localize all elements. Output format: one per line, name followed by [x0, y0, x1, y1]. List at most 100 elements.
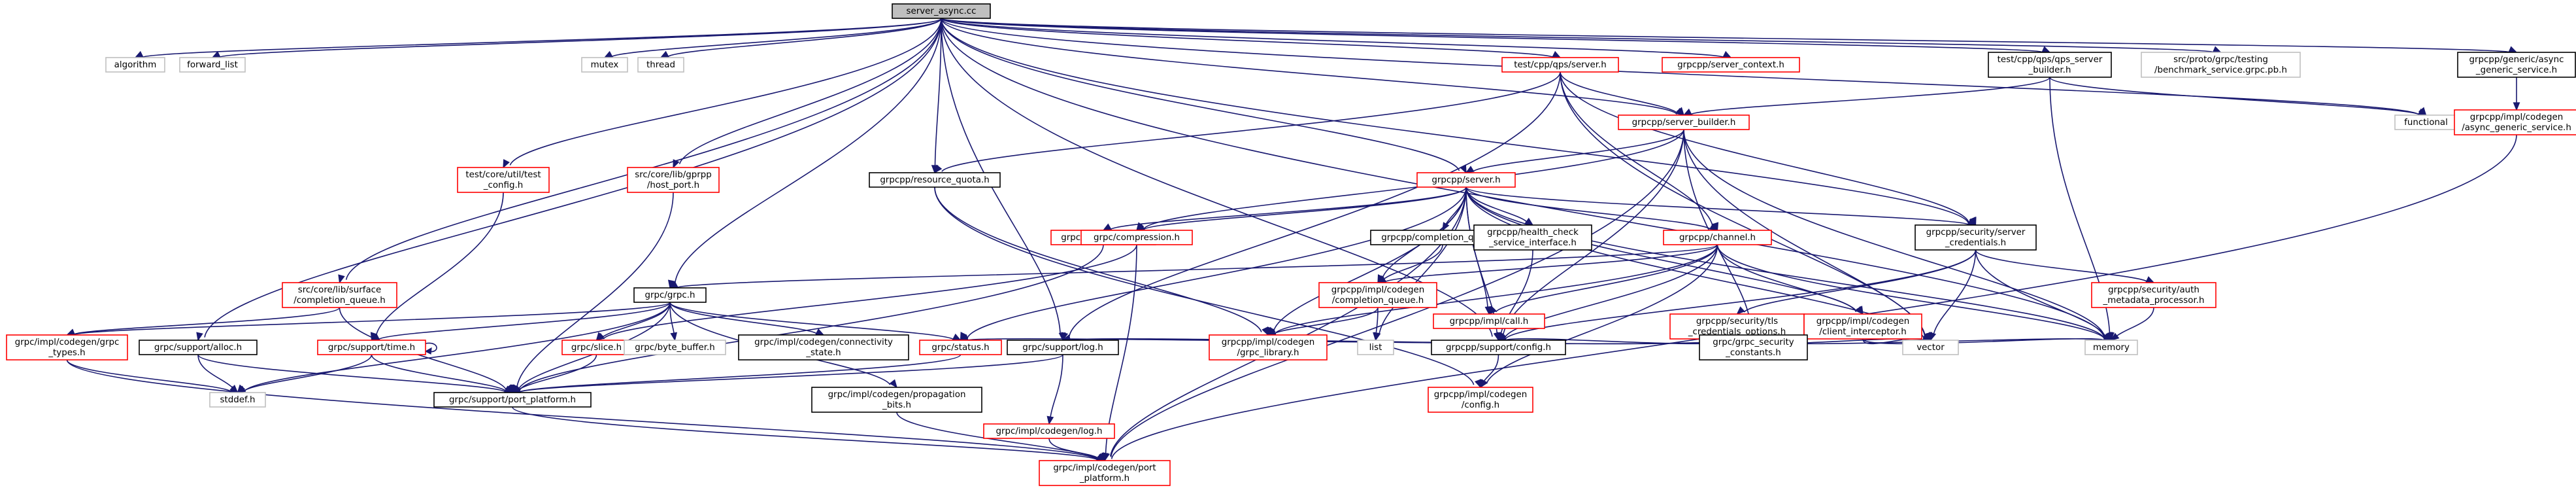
edge-server_h-to-channel [1465, 186, 1718, 231]
node-label-root: server_async.cc [906, 7, 976, 16]
node-label-codegen_config-line2: /config.h [1462, 400, 1499, 410]
node-label-list: list [1369, 343, 1382, 353]
node-port_platform[interactable]: grpc/support/port_platform.h [433, 392, 592, 408]
edge-codegen_cq-to-list [1373, 307, 1380, 342]
node-surface_cq[interactable]: src/core/lib/surface/completion_queue.h [282, 282, 397, 308]
node-vector: vector [1902, 340, 1959, 355]
node-box-impl_call [1433, 313, 1545, 329]
node-qps_server[interactable]: test/cpp/qps/server.h [1501, 57, 1619, 73]
node-box-thread [637, 57, 684, 73]
node-box-generic_async [2457, 52, 2576, 78]
node-slice[interactable]: grpc/slice.h [561, 340, 631, 355]
node-connectivity[interactable]: grpc/impl/codegen/connectivity_state.h [738, 334, 909, 360]
node-server_builder[interactable]: grpcpp/server_builder.h [1618, 114, 1750, 130]
edge-root-to-qps_server_builder [941, 18, 2051, 53]
node-label-bench_service-line1: src/proto/grpc/testing [2173, 55, 2268, 65]
edge-test_config-to-support_time [370, 192, 504, 342]
node-box-status [919, 340, 1002, 355]
node-impl_log[interactable]: grpc/impl/codegen/log.h [983, 423, 1115, 439]
edge-auth_meta-to-memory [2110, 307, 2154, 341]
node-byte_buffer: grpc/byte_buffer.h [624, 340, 726, 355]
node-label-bench_service-line2: /benchmark_service.grpc.pb.h [2154, 65, 2287, 75]
node-propagation[interactable]: grpc/impl/codegen/propagation_bits.h [811, 387, 982, 413]
node-grpc_types[interactable]: grpc/impl/codegen/grpc_types.h [6, 334, 128, 360]
node-qps_server_builder[interactable]: test/cpp/qps/qps_server_builder.h [1988, 52, 2112, 78]
node-label-host_port-line1: src/core/lib/gprpp [635, 170, 712, 180]
edge-root-to-qps_server [941, 18, 1562, 58]
node-resource_quota[interactable]: grpcpp/resource_quota.h [869, 172, 1001, 188]
node-box-grpc_types [6, 334, 128, 360]
node-support_alloc[interactable]: grpc/support/alloc.h [139, 340, 258, 355]
node-label-connectivity-line2: _state.h [805, 348, 841, 358]
node-codegen_cq[interactable]: grpcpp/impl/codegen/completion_queue.h [1318, 282, 1437, 308]
edge-qps_server-to-resource_quota [934, 71, 1561, 174]
node-label-resource_quota: grpcpp/resource_quota.h [880, 175, 989, 185]
node-auth_meta[interactable]: grpcpp/security/auth_metadata_processor.… [2091, 282, 2216, 308]
node-label-port_platform: grpc/support/port_platform.h [449, 395, 576, 405]
node-host_port[interactable]: src/core/lib/gprpp/host_port.h [627, 167, 720, 193]
node-box-support_log [1007, 340, 1119, 355]
node-box-root [892, 3, 991, 19]
edge-codegen_cq-to-grpc_library [1267, 307, 1379, 336]
node-server_credentials[interactable]: grpcpp/security/server_credentials.h [1915, 224, 2037, 251]
node-box-security_constants [1699, 334, 1808, 360]
node-test_config[interactable]: test/core/util/test_config.h [457, 167, 550, 193]
edge-support_log-to-impl_log [1046, 354, 1063, 425]
node-label-test_config-line2: _config.h [483, 181, 523, 190]
node-label-test_config-line1: test/core/util/test [465, 170, 541, 180]
node-support_config[interactable]: grpcpp/support/config.h [1431, 340, 1566, 355]
node-label-grpc_h: grpc/grpc.h [645, 290, 695, 300]
node-status[interactable]: grpc/status.h [919, 340, 1002, 355]
node-box-forward_list [179, 57, 246, 73]
node-codegen_config[interactable]: grpcpp/impl/codegen/config.h [1428, 387, 1533, 413]
node-server_context[interactable]: grpcpp/server_context.h [1662, 57, 1800, 73]
edge-root-to-support_alloc [196, 18, 942, 342]
edge-resource_quota-to-grpc_library [934, 186, 1269, 336]
node-label-health_check-line2: _service_interface.h [1488, 238, 1577, 248]
node-box-memory [2084, 340, 2138, 355]
node-grpc_library[interactable]: grpcpp/impl/codegen/grpc_library.h [1209, 334, 1328, 360]
node-box-async_generic [2454, 109, 2576, 135]
node-label-impl_call: grpcpp/impl/call.h [1450, 317, 1529, 326]
node-label-support_alloc: grpc/support/alloc.h [154, 343, 242, 353]
node-label-auth_meta-line1: grpcpp/security/auth [2108, 285, 2200, 295]
edge-qps_server_builder-to-functional [2049, 77, 2427, 116]
node-support_log[interactable]: grpc/support/log.h [1007, 340, 1119, 355]
node-box-byte_buffer [624, 340, 726, 355]
node-box-support_time [317, 340, 426, 355]
node-box-port_platform [433, 392, 592, 408]
node-codegen_port_platform[interactable]: grpc/impl/codegen/port_platform.h [1039, 460, 1171, 486]
edge-grpc_types-to-stddef [66, 359, 239, 393]
node-label-auth_meta-line2: _metadata_processor.h [2103, 296, 2205, 306]
node-label-surface_cq-line2: /completion_queue.h [293, 296, 386, 306]
node-functional: functional [2394, 114, 2458, 130]
node-generic_async[interactable]: grpcpp/generic/async_generic_service.h [2457, 52, 2576, 78]
node-box-mutex [581, 57, 628, 73]
edge-support_time-to-stddef [237, 354, 373, 393]
node-impl_call[interactable]: grpcpp/impl/call.h [1433, 313, 1545, 329]
edge-client_interceptor-to-memory [1862, 334, 2113, 345]
node-server_h[interactable]: grpcpp/server.h [1416, 172, 1516, 188]
node-box-channel [1663, 230, 1772, 245]
node-channel[interactable]: grpcpp/channel.h [1663, 230, 1772, 245]
node-box-host_port [627, 167, 720, 193]
node-label-generic_async-line1: grpcpp/generic/async [2469, 55, 2564, 65]
node-box-grpc_library [1209, 334, 1328, 360]
node-grpc_h[interactable]: grpc/grpc.h [633, 287, 707, 303]
node-label-health_check-line1: grpcpp/health_check [1487, 228, 1579, 237]
node-health_check[interactable]: grpcpp/health_check_service_interface.h [1473, 224, 1592, 251]
node-support_time[interactable]: grpc/support/time.h [317, 340, 426, 355]
node-label-thread: thread [646, 60, 675, 70]
node-security_constants[interactable]: grpc/grpc_security_constants.h [1699, 334, 1808, 360]
edge-qps_server-to-channel [1560, 71, 1719, 232]
node-label-algorithm: algorithm [114, 60, 157, 70]
node-forward_list: forward_list [179, 57, 246, 73]
node-client_interceptor[interactable]: grpcpp/impl/codegen/client_interceptor.h [1803, 313, 1922, 340]
node-box-qps_server [1501, 57, 1619, 73]
node-compression[interactable]: grpc/compression.h [1080, 230, 1193, 245]
node-async_generic[interactable]: grpcpp/impl/codegen/async_generic_servic… [2454, 109, 2576, 135]
node-box-list [1357, 340, 1394, 355]
edge-server_builder-to-server_h [1465, 129, 1684, 173]
node-label-qps_server: test/cpp/qps/server.h [1514, 60, 1607, 70]
node-box-algorithm [105, 57, 165, 73]
